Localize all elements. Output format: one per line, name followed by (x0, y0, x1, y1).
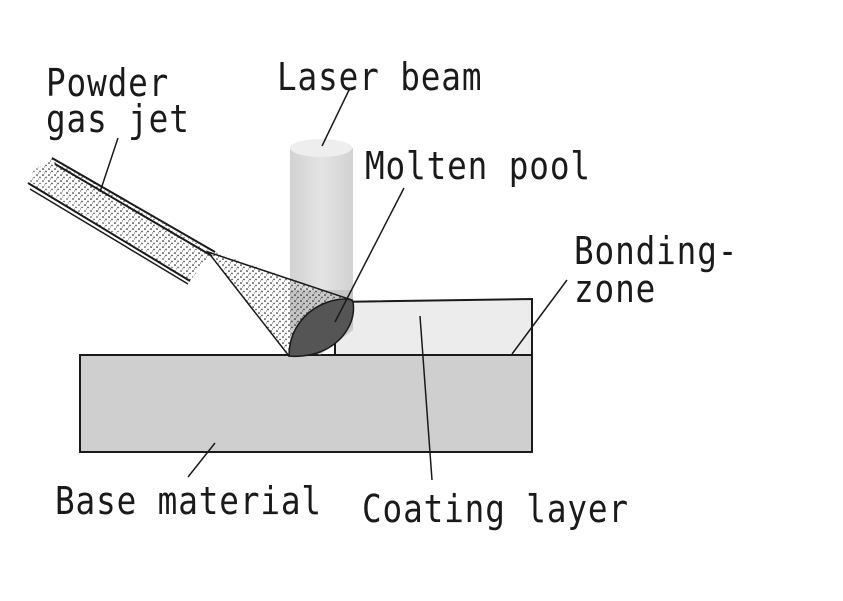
leader-powder (99, 137, 119, 193)
label-molten-pool: Molten pool (365, 144, 591, 188)
label-base-material: Base material (55, 479, 322, 523)
powder-nozzle-icon (27, 157, 216, 285)
leader-bonding (511, 279, 568, 355)
label-bonding-line1: Bonding- (574, 229, 739, 273)
leader-base (187, 442, 216, 478)
label-laser-beam: Laser beam (277, 55, 483, 99)
label-coating-layer: Coating layer (362, 487, 629, 531)
molten-pool (288, 298, 355, 358)
label-powder-line1: Powder (46, 61, 170, 105)
coating-layer (334, 297, 533, 356)
leader-molten (334, 187, 405, 323)
label-powder-line2: gas jet (46, 97, 190, 141)
base-material (79, 354, 533, 453)
leader-laser (321, 87, 351, 147)
label-bonding-line2: zone (574, 267, 657, 311)
leader-coating (419, 315, 433, 481)
